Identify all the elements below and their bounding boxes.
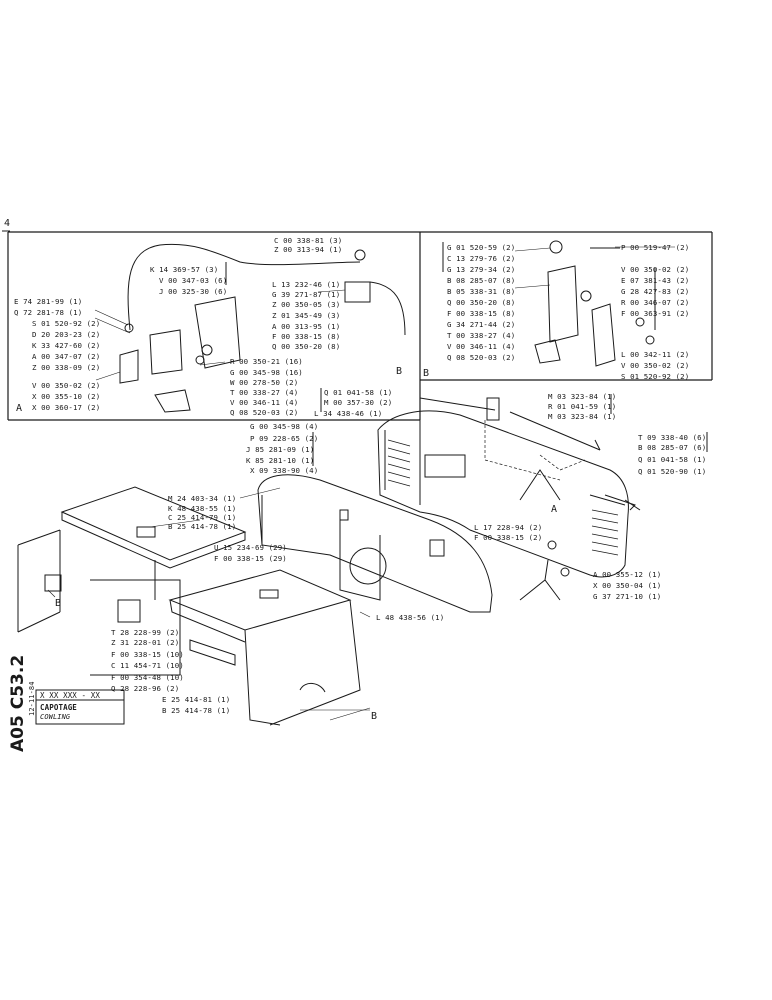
part-label: B 08 285-07 (6) xyxy=(638,443,707,452)
part-label: V 00 346-11 (4) xyxy=(230,398,299,407)
part-label: E 07 381-43 (2) xyxy=(621,276,690,285)
part-label: E 74 281-99 (1) xyxy=(14,297,83,306)
part-label: B 08 285-07 (8) xyxy=(447,276,516,285)
part-label: M 03 323-84 (1) xyxy=(548,412,617,421)
callout-a: A xyxy=(551,504,558,515)
part-label: T 28 228-99 (2) xyxy=(111,628,180,637)
part-label: S 01 520-92 (2) xyxy=(621,372,690,381)
part-label: R 00 350-21 (16) xyxy=(230,357,303,366)
part-label: Q 08 520-03 (2) xyxy=(447,353,516,362)
part-label: Q 00 350-20 (8) xyxy=(447,298,516,307)
drawing-title: CAPOTAGE xyxy=(40,703,77,712)
part-label: F 00 354-48 (10) xyxy=(111,673,184,682)
part-label: V 00 350-02 (2) xyxy=(621,361,690,370)
part-label: K 48 438-55 (1) xyxy=(168,504,237,513)
corner-mark: 4 xyxy=(4,218,11,229)
part-label: B 25 414-78 (1) xyxy=(168,522,237,531)
part-label: G 34 271-44 (2) xyxy=(447,320,516,329)
part-label: Z 00 338-09 (2) xyxy=(32,363,101,372)
part-label: R 00 346-07 (2) xyxy=(621,298,690,307)
part-label: T 00 338-27 (4) xyxy=(447,331,516,340)
callout-b-bottom: B xyxy=(371,711,378,722)
part-label: M 03 323-84 (1) xyxy=(548,392,617,401)
part-label: Q 01 041-58 (1) xyxy=(324,388,393,397)
part-label: M 00 357-30 (2) xyxy=(324,398,393,407)
part-label: V 00 350-02 (2) xyxy=(621,265,690,274)
part-label: G 00 345-98 (16) xyxy=(230,368,303,377)
panel-b-tag: B xyxy=(423,368,430,379)
part-label: M 24 403-34 (1) xyxy=(168,494,237,503)
part-label: Z 01 345-49 (3) xyxy=(272,311,341,320)
part-label: V 00 346-11 (4) xyxy=(447,342,516,351)
part-label: F 00 338-15 (8) xyxy=(447,309,516,318)
part-label: G 37 271-10 (1) xyxy=(593,592,662,601)
part-label: D 20 203-23 (2) xyxy=(32,330,101,339)
part-label: L 34 438-46 (1) xyxy=(314,409,383,418)
part-label: Q 72 281-78 (1) xyxy=(14,308,83,317)
part-label: L 17 228-94 (2) xyxy=(474,523,543,532)
part-label: F 00 338-15 (29) xyxy=(214,554,287,563)
part-label: C 25 414-79 (1) xyxy=(168,513,237,522)
part-label: A 00 347-07 (2) xyxy=(32,352,101,361)
part-label: T 00 338-27 (4) xyxy=(230,388,299,397)
part-label: Z 00 350-05 (3) xyxy=(272,300,341,309)
part-label: J 85 281-09 (1) xyxy=(246,445,315,454)
part-label: A 00 355-12 (1) xyxy=(593,570,662,579)
part-label: R 01 041-59 (1) xyxy=(548,402,617,411)
reference-number: X XX XXX - XX xyxy=(40,691,100,700)
part-label: J 00 325-30 (6) xyxy=(159,287,228,296)
part-label: F 00 338-15 (2) xyxy=(474,533,543,542)
part-label: X 00 355-10 (2) xyxy=(32,392,101,401)
part-label: X 00 350-04 (1) xyxy=(593,581,662,590)
drawing-date: 12-11-84 xyxy=(28,681,36,716)
part-label: V 00 347-03 (6) xyxy=(159,276,228,285)
part-label: V 00 350-02 (2) xyxy=(32,381,101,390)
part-label: Q 01 520-90 (1) xyxy=(638,467,707,476)
part-label: Q 28 228-96 (2) xyxy=(111,684,180,693)
part-label: F 00 338-15 (8) xyxy=(272,332,341,341)
part-label: G 39 271-87 (1) xyxy=(272,290,341,299)
part-label: Q 01 041-58 (1) xyxy=(638,455,707,464)
part-label: S 01 520-92 (2) xyxy=(32,319,101,328)
part-label: P 00 519-47 (2) xyxy=(621,243,690,252)
part-label: Q 00 350-20 (8) xyxy=(272,342,341,351)
part-label: B 05 338-31 (8) xyxy=(447,287,516,296)
part-label: C 00 338-81 (3) xyxy=(274,236,343,245)
part-label: C 11 454-71 (10) xyxy=(111,661,184,670)
part-label: G 13 279-34 (2) xyxy=(447,265,516,274)
part-label: G 00 345-98 (4) xyxy=(250,422,319,431)
part-label: T 09 338-40 (6) xyxy=(638,433,707,442)
part-label: W 00 278-50 (2) xyxy=(230,378,299,387)
part-label: K 33 427-60 (2) xyxy=(32,341,101,350)
part-label: L 48 438-56 (1) xyxy=(376,613,445,622)
part-label: E 25 414-81 (1) xyxy=(162,695,231,704)
part-label: K 14 369-57 (3) xyxy=(150,265,219,274)
part-label: Z 00 313-94 (1) xyxy=(274,245,343,254)
part-label: B 25 414-78 (1) xyxy=(162,706,231,715)
part-label: F 00 363-91 (2) xyxy=(621,309,690,318)
part-label: C 13 279-76 (2) xyxy=(447,254,516,263)
part-label: G 01 520-59 (2) xyxy=(447,243,516,252)
part-label: X 09 338-90 (4) xyxy=(250,466,319,475)
part-label: A 00 313-95 (1) xyxy=(272,322,341,331)
part-label: U 15 234-69 (29) xyxy=(214,543,287,552)
part-label: L 13 232-46 (1) xyxy=(272,280,341,289)
callout-b-left: B xyxy=(55,598,62,609)
part-label: P 09 228-65 (2) xyxy=(250,434,319,443)
callout-b-top: B xyxy=(396,366,403,377)
part-label: G 28 427-83 (2) xyxy=(621,287,690,296)
part-label: Q 08 520-03 (2) xyxy=(230,408,299,417)
drawing-code: A05 C53.2 xyxy=(8,654,28,752)
part-label: X 00 360-17 (2) xyxy=(32,403,101,412)
panel-a-tag: A xyxy=(16,403,23,414)
part-label: K 85 281-10 (1) xyxy=(246,456,315,465)
part-label: L 00 342-11 (2) xyxy=(621,350,690,359)
part-label: Z 31 228-01 (2) xyxy=(111,638,180,647)
drawing-title-en: COWLING xyxy=(40,713,71,721)
part-label: F 00 338-15 (10) xyxy=(111,650,184,659)
